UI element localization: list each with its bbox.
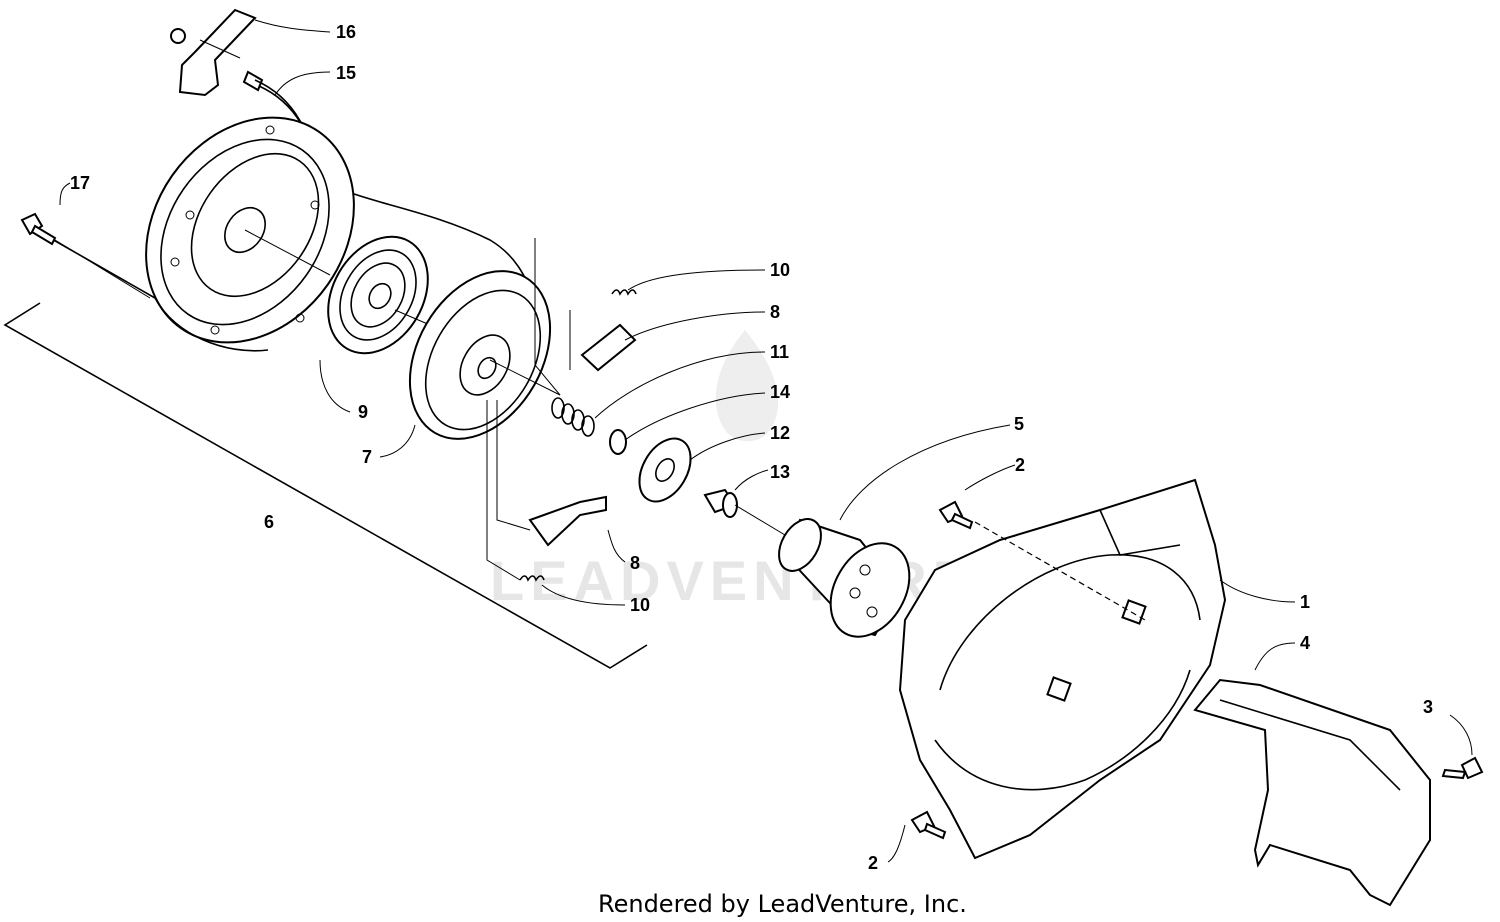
callout-12: 12: [770, 423, 790, 443]
air-guard: [1193, 678, 1431, 907]
spring-10-top: [611, 289, 637, 296]
callout-3: 3: [1423, 697, 1433, 717]
pulley-cup: [778, 518, 911, 638]
spring-11: [551, 397, 595, 437]
rope-reel: [408, 270, 552, 440]
bolt-3: [1441, 756, 1484, 780]
callout-2-bottom: 2: [868, 853, 878, 873]
callout-15: 15: [336, 63, 356, 83]
callout-16: 16: [336, 22, 356, 42]
callout-4: 4: [1300, 633, 1310, 653]
screw-13: [703, 488, 738, 518]
callout-9: 9: [358, 402, 368, 422]
bolt-2-top: [938, 500, 974, 530]
callout-11: 11: [770, 342, 789, 362]
spring-10-bottom: [519, 575, 545, 582]
callout-10-bottom: 10: [630, 595, 650, 615]
callout-17: 17: [70, 173, 90, 193]
fan-housing: [898, 478, 1227, 860]
callout-1: 1: [1300, 592, 1310, 612]
pull-handle: [170, 8, 264, 97]
pawl-8-top: [580, 323, 637, 372]
spiral-spring: [327, 235, 429, 355]
ratchet-plate: [638, 437, 692, 503]
flame-logo-icon: [715, 330, 779, 442]
bolt-2-bottom: [910, 810, 947, 840]
callout-6: 6: [264, 512, 274, 532]
recoil-housing: [145, 116, 355, 352]
washer-14: [609, 429, 627, 455]
callout-labels: 16 15 17 10 8 11 14 12 5 2 13 9 7 6 8 10…: [70, 22, 1433, 873]
callout-10-top: 10: [770, 260, 790, 280]
callout-leaders: [59, 19, 1473, 863]
footer-credit: Rendered by LeadVenture, Inc.: [598, 890, 967, 918]
bolt-17: [20, 212, 57, 246]
callout-14: 14: [770, 382, 790, 402]
callout-2-top: 2: [1015, 455, 1025, 475]
callout-13: 13: [770, 462, 790, 482]
callout-7: 7: [362, 447, 372, 467]
callout-8-top: 8: [770, 302, 780, 322]
callout-8-bottom: 8: [630, 553, 640, 573]
pawl-8-bottom: [528, 495, 607, 547]
callout-5: 5: [1014, 414, 1024, 434]
